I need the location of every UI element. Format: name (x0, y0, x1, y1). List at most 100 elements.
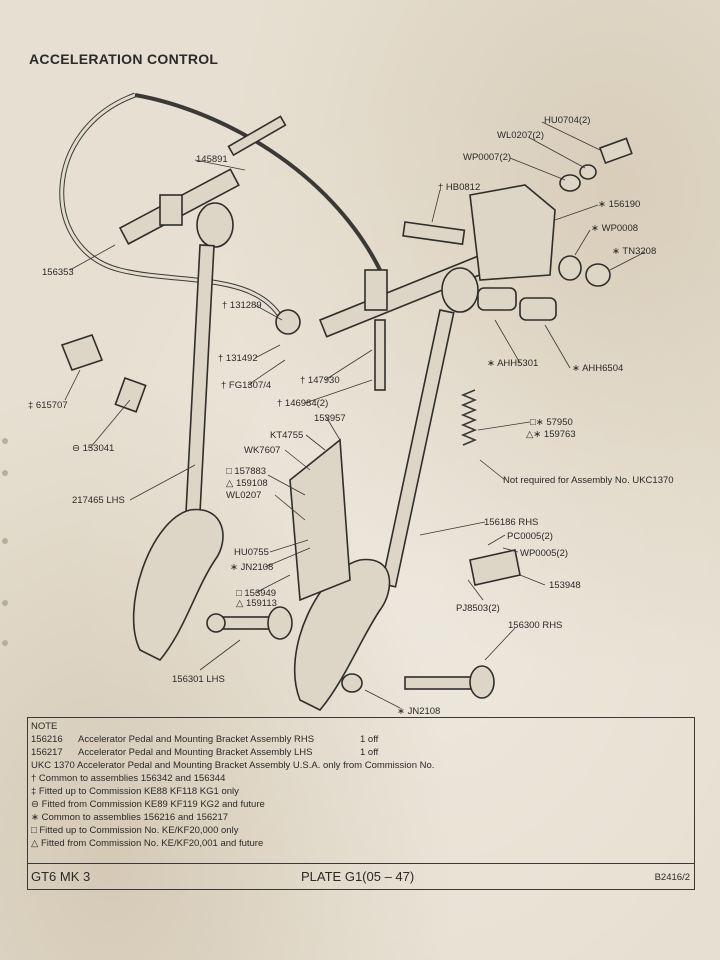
note-row-desc: Accelerator Pedal and Mounting Bracket A… (78, 734, 315, 745)
binding-hole (2, 538, 8, 544)
note-row: 156216 Accelerator Pedal and Mounting Bra… (31, 734, 378, 745)
label-159108: △ 159108 (226, 478, 268, 489)
label-217465: 217465 LHS (72, 495, 125, 506)
label-fg1307: † FG1307/4 (221, 380, 271, 391)
label-jn2108-a: ∗ JN2108 (230, 562, 273, 573)
lhs-pedal-pad (132, 508, 224, 661)
cable-end-147930 (374, 319, 386, 391)
bush-ahh5301 (477, 287, 517, 311)
nut-jn2108-rhs (341, 673, 363, 693)
note-line: † Common to assemblies 156342 and 156344 (31, 773, 226, 784)
label-153949: □ 153949 (236, 588, 276, 599)
exploded-parts-diagram: HU0704(2) WL0207(2) WP0007(2) 145891 † H… (28, 92, 674, 717)
note-line: □ Fitted up to Commission No. KE/KF20,00… (31, 825, 239, 836)
note-line: ∗ Common to assemblies 156216 and 156217 (31, 812, 229, 823)
label-tn3208: ∗ TN3208 (612, 246, 656, 257)
note-row: 156217 Accelerator Pedal and Mounting Bra… (31, 747, 378, 758)
label-wk7607: WK7607 (244, 445, 280, 456)
note-row-qty: 1 off (360, 747, 379, 758)
label-156190: ∗ 156190 (598, 199, 640, 210)
note-line: △ Fitted from Commission No. KE/KF20,001… (31, 838, 264, 849)
cable-upper (134, 93, 382, 271)
binding-hole (2, 600, 8, 606)
label-156186: 156186 RHS (484, 517, 538, 528)
label-wl0207-2: WL0207(2) (497, 130, 544, 141)
nut-tn3208 (585, 263, 611, 287)
label-kt4755: KT4755 (270, 430, 303, 441)
note-row-code: 156217 (31, 747, 63, 758)
washer-wp0008 (558, 255, 582, 281)
lhs-pivot-bush (196, 202, 234, 248)
label-131289: † 131289 (222, 300, 262, 311)
label-ahh6504: ∗ AHH6504 (572, 363, 623, 374)
label-hu0755: HU0755 (234, 547, 269, 558)
label-159763: △∗ 159763 (526, 429, 576, 440)
label-131492: † 131492 (218, 353, 258, 364)
page-title: ACCELERATION CONTROL (29, 51, 219, 67)
cable-abutment (364, 269, 388, 311)
note-line: UKC 1370 Accelerator Pedal and Mounting … (31, 760, 435, 771)
label-jn2108-b: ∗ JN2108 (397, 706, 440, 717)
binding-hole (2, 470, 8, 476)
label-156300: 156300 RHS (508, 620, 562, 631)
stop-pad-rhs (469, 665, 495, 699)
rhs-pedal-lever (380, 309, 455, 588)
label-57950: □∗ 57950 (530, 417, 573, 428)
screw-145891 (227, 115, 287, 157)
note-row-qty: 1 off (360, 734, 379, 745)
cable-inner (60, 93, 287, 326)
washer-wp0007 (559, 174, 581, 192)
binding-hole (2, 640, 8, 646)
note-row-desc: Accelerator Pedal and Mounting Bracket A… (78, 747, 313, 758)
clip-615707 (60, 334, 104, 371)
return-spring (460, 389, 478, 446)
binding-hole (2, 438, 8, 444)
bolt-hu0704 (598, 137, 633, 165)
label-156301: 156301 LHS (172, 674, 225, 685)
label-157883: □ 157883 (226, 466, 266, 477)
note-line: ⊖ Fitted from Commission KE89 KF119 KG2 … (31, 799, 265, 810)
label-146984: † 146984(2) (277, 398, 328, 409)
clip-153041 (114, 376, 147, 413)
rhs-pivot-bush (441, 267, 479, 313)
label-wp0008: ∗ WP0008 (591, 223, 638, 234)
label-hb0812: † HB0812 (438, 182, 480, 193)
label-wp0005: WP0005(2) (520, 548, 568, 559)
grommet-131492 (275, 309, 301, 335)
label-147930: † 147930 (300, 375, 340, 386)
footer-model: GT6 MK 3 (31, 869, 91, 884)
label-145891: 145891 (196, 154, 228, 165)
label-pc0005: PC0005(2) (507, 531, 553, 542)
label-wp0007: WP0007(2) (463, 152, 511, 163)
footer-divider (28, 863, 694, 864)
washer-wl0207 (579, 164, 597, 180)
note-row-code: 156216 (31, 734, 63, 745)
label-hu0704: HU0704(2) (544, 115, 590, 126)
label-pj8503: PJ8503(2) (456, 603, 500, 614)
note-line: ‡ Fitted up to Commission KE88 KF118 KG1… (31, 786, 239, 797)
note-heading: NOTE (31, 721, 58, 732)
label-153041: ⊖ 153041 (72, 443, 114, 454)
lhs-pedal-lever (183, 244, 215, 537)
nut-jn2108-lhs (206, 613, 226, 633)
bush-ahh6504 (519, 297, 557, 321)
label-153948: 153948 (549, 580, 581, 591)
rhs-pedal-pad (294, 558, 391, 711)
label-615707: ‡ 615707 (28, 400, 68, 411)
label-wl0207: WL0207 (226, 490, 261, 501)
footer-plate: PLATE G1(05 – 47) (301, 869, 415, 884)
bolt-hb0812 (402, 221, 466, 246)
label-153957: 153957 (314, 413, 346, 424)
footer-reference: B2416/2 (654, 872, 690, 883)
rhs-mounting-bracket (469, 184, 556, 281)
clevis-153948 (469, 549, 521, 586)
label-ahh5301: ∗ AHH5301 (487, 358, 538, 369)
label-156353: 156353 (42, 267, 74, 278)
lhs-bracket (159, 194, 183, 226)
label-not-required: Not required for Assembly No. UKC1370 (503, 475, 674, 486)
label-159113: △ 159113 (236, 598, 277, 609)
pedal-stop-plate (289, 438, 351, 602)
stop-pad-lhs (267, 606, 293, 640)
